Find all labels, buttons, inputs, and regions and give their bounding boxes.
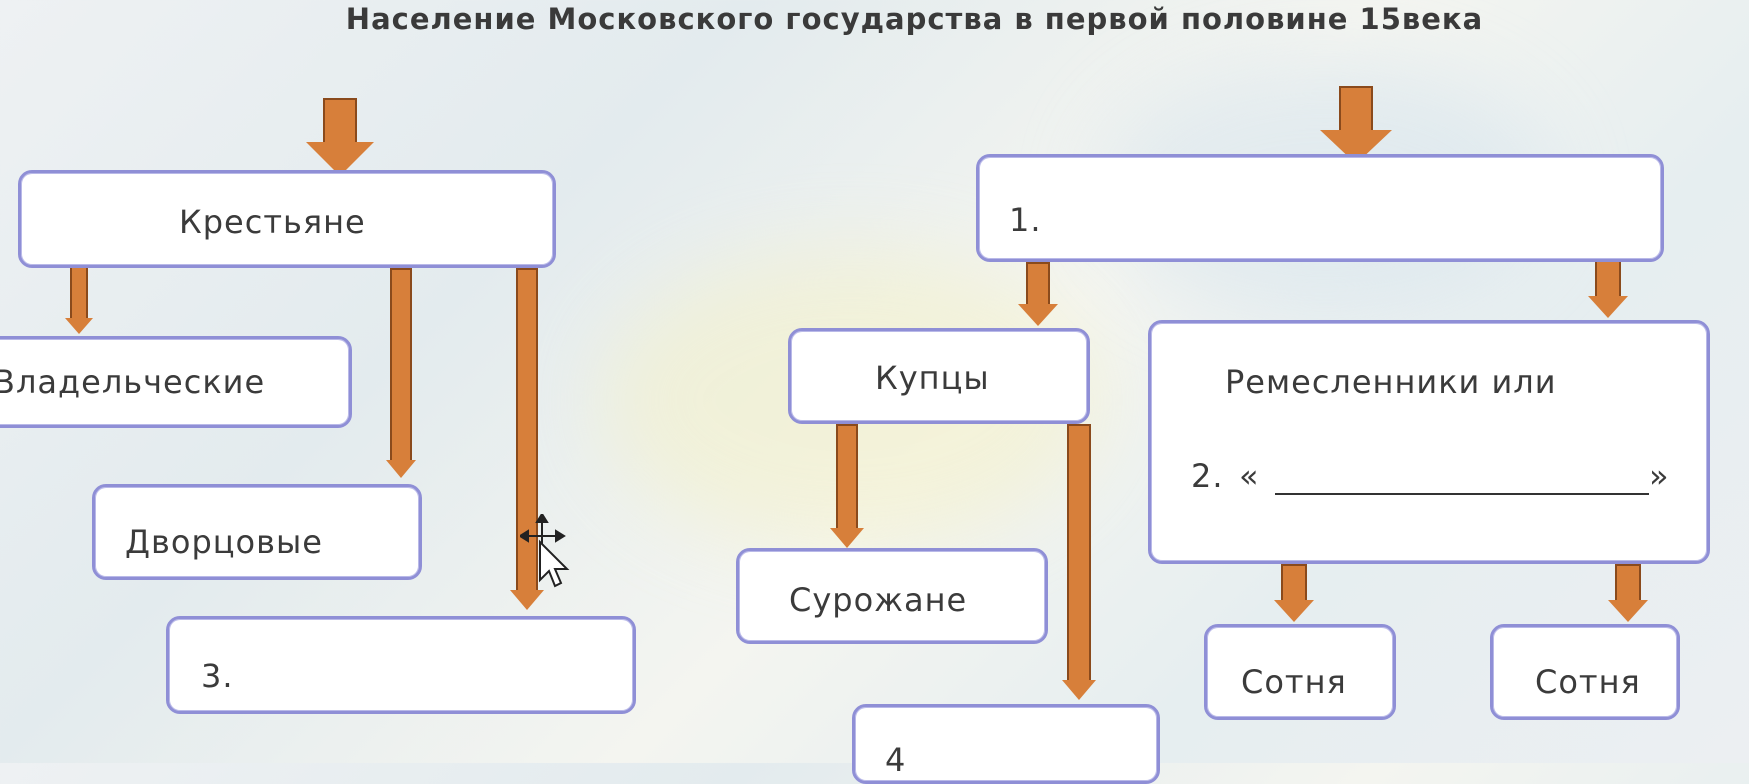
box-artisans: Ремесленники или 2. « » (1148, 320, 1710, 564)
label-artisans-number: 2. (1191, 457, 1224, 495)
label-owners: Владельческие (0, 363, 266, 401)
label-surozhane: Сурожане (789, 581, 968, 619)
arrow-box-1-to-merchants (1018, 262, 1058, 328)
arrow-artisans-to-hundred-right (1608, 564, 1648, 624)
arrow-merchants-to-surozhane (830, 424, 864, 550)
box-blank-3: 3. (166, 616, 636, 714)
label-artisans-open-quote: « (1239, 457, 1260, 495)
label-blank-3: 3. (201, 657, 234, 695)
box-surozhane: Сурожане (736, 548, 1048, 644)
diagram-title: Население Московского государства в перв… (345, 2, 1484, 36)
box-peasants: Крестьяне (18, 170, 556, 268)
arrow-peasants-to-owners (64, 266, 94, 336)
box-hundred-right: Сотня (1490, 624, 1680, 720)
arrow-peasants-to-blank-3 (510, 268, 544, 612)
move-cursor-icon (520, 514, 570, 588)
label-artisans: Ремесленники или (1225, 363, 1557, 401)
label-blank-1: 1. (1009, 201, 1042, 239)
box-blank-4: 4 (852, 704, 1160, 784)
arrow-peasants-to-palace (386, 268, 416, 480)
label-peasants: Крестьяне (179, 203, 366, 241)
label-artisans-close-quote: » (1649, 457, 1670, 495)
arrow-artisans-to-hundred-left (1274, 564, 1314, 624)
box-palace: Дворцовые (92, 484, 422, 580)
box-blank-1: 1. (976, 154, 1664, 262)
label-merchants: Купцы (875, 359, 990, 397)
artisans-answer-blank[interactable] (1275, 493, 1649, 495)
box-owners: Владельческие (0, 336, 352, 428)
label-hundred-right: Сотня (1535, 663, 1641, 701)
label-palace: Дворцовые (125, 523, 323, 561)
box-hundred-left: Сотня (1204, 624, 1396, 720)
arrow-into-peasants (305, 98, 375, 176)
box-merchants: Купцы (788, 328, 1090, 424)
label-blank-4: 4 (885, 741, 907, 779)
arrow-merchants-to-blank-4 (1062, 424, 1096, 702)
label-hundred-left: Сотня (1241, 663, 1347, 701)
